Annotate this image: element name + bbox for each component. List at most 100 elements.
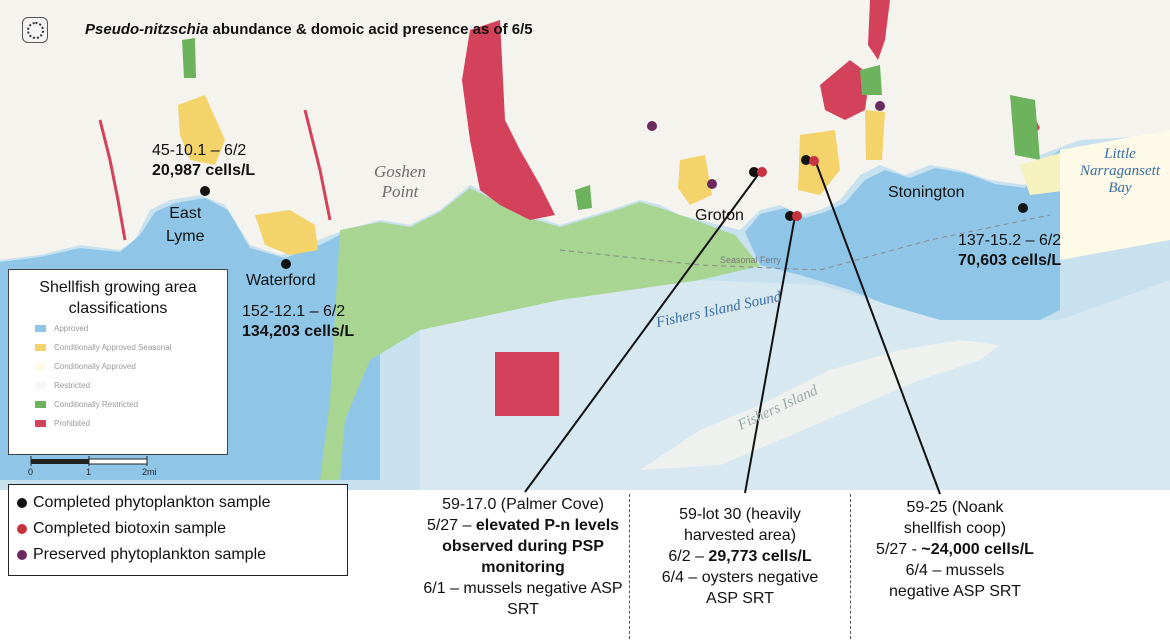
color-swatch-icon bbox=[35, 420, 46, 427]
legend-item: Completed phytoplankton sample bbox=[17, 490, 339, 516]
color-swatch-icon bbox=[35, 325, 46, 332]
classification-label: Conditionally Approved bbox=[54, 362, 136, 371]
callout-palmer-cove: 59-17.0 (Palmer Cove) 5/27 – elevated P-… bbox=[398, 494, 648, 620]
preserved-dot-1 bbox=[647, 121, 657, 131]
fishers-island-sound bbox=[420, 280, 1170, 490]
place-east-lyme: East Lyme bbox=[166, 205, 205, 245]
sample-legend: Completed phytoplankton sample Completed… bbox=[8, 484, 348, 576]
sample-dot-waterford bbox=[281, 259, 291, 269]
seasonal-area-west bbox=[178, 95, 225, 165]
callout-line: SRT bbox=[507, 601, 539, 618]
site-east-lyme-count: 20,987 cells/L bbox=[152, 162, 256, 179]
callout-divider bbox=[850, 494, 851, 639]
place-groton: Groton bbox=[695, 207, 744, 224]
callout-lot30: 59-lot 30 (heavily harvested area) 6/2 –… bbox=[640, 504, 840, 609]
callout-highlight: 29,773 cells/L bbox=[708, 548, 812, 565]
legend-label: Preserved phytoplankton sample bbox=[33, 546, 267, 563]
cond-restricted-area-b bbox=[1010, 95, 1040, 160]
seasonal-area-east bbox=[865, 110, 885, 160]
label-seasonal-ferry: Seasonal Ferry bbox=[720, 255, 782, 265]
approved-area-east bbox=[745, 150, 1060, 330]
seasonal-area-groton bbox=[678, 155, 712, 205]
cond-restricted-area-c bbox=[860, 65, 882, 95]
leader-line-palmer bbox=[524, 171, 761, 493]
callout-divider bbox=[629, 494, 630, 639]
label-little-narragansett-bay: Little Narragansett Bay bbox=[1079, 146, 1160, 196]
classification-item: Restricted bbox=[35, 376, 227, 395]
site-waterford: 152-12.1 – 6/2 134,203 cells/L bbox=[242, 302, 354, 342]
callout-line: 6/1 – mussels negative ASP bbox=[423, 580, 623, 597]
scale-label-0: 0 bbox=[28, 467, 34, 477]
callout-line: shellfish coop) bbox=[903, 520, 1007, 537]
classification-legend: Shellfish growing area classifications A… bbox=[8, 269, 228, 455]
red-dot-icon bbox=[17, 524, 27, 534]
classification-label: Prohibited bbox=[54, 419, 91, 428]
site-waterford-id: 152-12.1 – 6/2 bbox=[242, 303, 346, 320]
classification-item: Prohibited bbox=[35, 414, 227, 433]
palmer-phyto-dot bbox=[749, 167, 759, 177]
site-east-lyme-id: 45-10.1 – 6/2 bbox=[152, 142, 247, 159]
classification-title: Shellfish growing area classifications bbox=[39, 279, 197, 317]
callout-line: 6/4 – oysters negative bbox=[661, 569, 819, 586]
color-swatch-icon bbox=[35, 382, 46, 389]
callout-highlight: observed during PSP bbox=[442, 538, 604, 555]
map-title: Pseudo-nitzschia abundance & domoic acid… bbox=[85, 21, 533, 38]
noank-biotoxin-dot bbox=[809, 156, 819, 166]
noank-phyto-dot bbox=[801, 155, 811, 165]
classification-label: Approved bbox=[54, 324, 89, 333]
mid-coastline bbox=[303, 109, 332, 221]
callout-line: 5/27 – bbox=[426, 517, 476, 534]
seasonal-area-waterford bbox=[255, 210, 318, 255]
lot30-phyto-dot bbox=[785, 211, 795, 221]
legend-item: Preserved phytoplankton sample bbox=[17, 542, 339, 568]
callout-highlight: monitoring bbox=[481, 559, 565, 576]
cond-restricted-area-a bbox=[575, 185, 592, 210]
ferry-route bbox=[559, 214, 1051, 271]
target-icon bbox=[26, 21, 44, 39]
site-east-lyme: 45-10.1 – 6/2 20,987 cells/L bbox=[152, 141, 255, 181]
callout-line: 59-25 (Noank bbox=[906, 499, 1004, 516]
sample-dot-east-lyme bbox=[200, 186, 210, 196]
place-stonington: Stonington bbox=[888, 184, 965, 201]
classification-label: Restricted bbox=[54, 381, 91, 390]
prohibited-area-square bbox=[495, 352, 559, 416]
callout-line: negative ASP SRT bbox=[889, 583, 1021, 600]
callout-line: 5/27 - bbox=[876, 541, 922, 558]
prohibited-area-main bbox=[462, 20, 555, 220]
site-stonington: 137-15.2 – 6/2 70,603 cells/L bbox=[958, 231, 1061, 271]
restricted-green-area bbox=[320, 188, 760, 480]
prohibited-area-east bbox=[820, 60, 870, 120]
cond-restricted-area-d bbox=[182, 38, 196, 78]
west-coastline bbox=[98, 119, 127, 241]
seasonal-area-noank bbox=[798, 130, 840, 195]
leader-line-noank bbox=[814, 159, 941, 495]
title-species: Pseudo-nitzschia bbox=[85, 21, 209, 38]
color-swatch-icon bbox=[35, 401, 46, 408]
prohibited-area-north bbox=[868, 0, 890, 60]
site-waterford-count: 134,203 cells/L bbox=[242, 323, 355, 340]
legend-label: Completed biotoxin sample bbox=[33, 520, 226, 537]
preserved-dot-2 bbox=[707, 179, 717, 189]
legend-label: Completed phytoplankton sample bbox=[33, 494, 271, 511]
callout-line: 6/4 – mussels bbox=[905, 562, 1005, 579]
land-mass bbox=[0, 0, 1170, 260]
scale-bar bbox=[30, 456, 148, 466]
black-dot-icon bbox=[17, 498, 27, 508]
callout-line: 59-lot 30 (heavily bbox=[679, 506, 801, 523]
sample-dot-stonington bbox=[1018, 203, 1028, 213]
color-swatch-icon bbox=[35, 344, 46, 351]
callout-noank: 59-25 (Noank shellfish coop) 5/27 - ~24,… bbox=[855, 497, 1055, 602]
title-text: abundance & domoic acid presence as of 6… bbox=[208, 21, 533, 38]
lot30-biotoxin-dot bbox=[792, 211, 802, 221]
leader-line-lot30 bbox=[744, 215, 796, 494]
site-stonington-id: 137-15.2 – 6/2 bbox=[958, 232, 1062, 249]
scale-label-2mi: 2mi bbox=[142, 467, 157, 477]
locate-button[interactable] bbox=[22, 17, 48, 43]
legend-item: Completed biotoxin sample bbox=[17, 516, 339, 542]
callout-highlight: ~24,000 cells/L bbox=[921, 541, 1034, 558]
purple-dot-icon bbox=[17, 550, 27, 560]
scale-label-1: 1 bbox=[86, 467, 92, 477]
callout-highlight: elevated P-n levels bbox=[475, 517, 620, 534]
site-stonington-count: 70,603 cells/L bbox=[958, 252, 1062, 269]
cond-approved-area-bay bbox=[1060, 130, 1170, 260]
